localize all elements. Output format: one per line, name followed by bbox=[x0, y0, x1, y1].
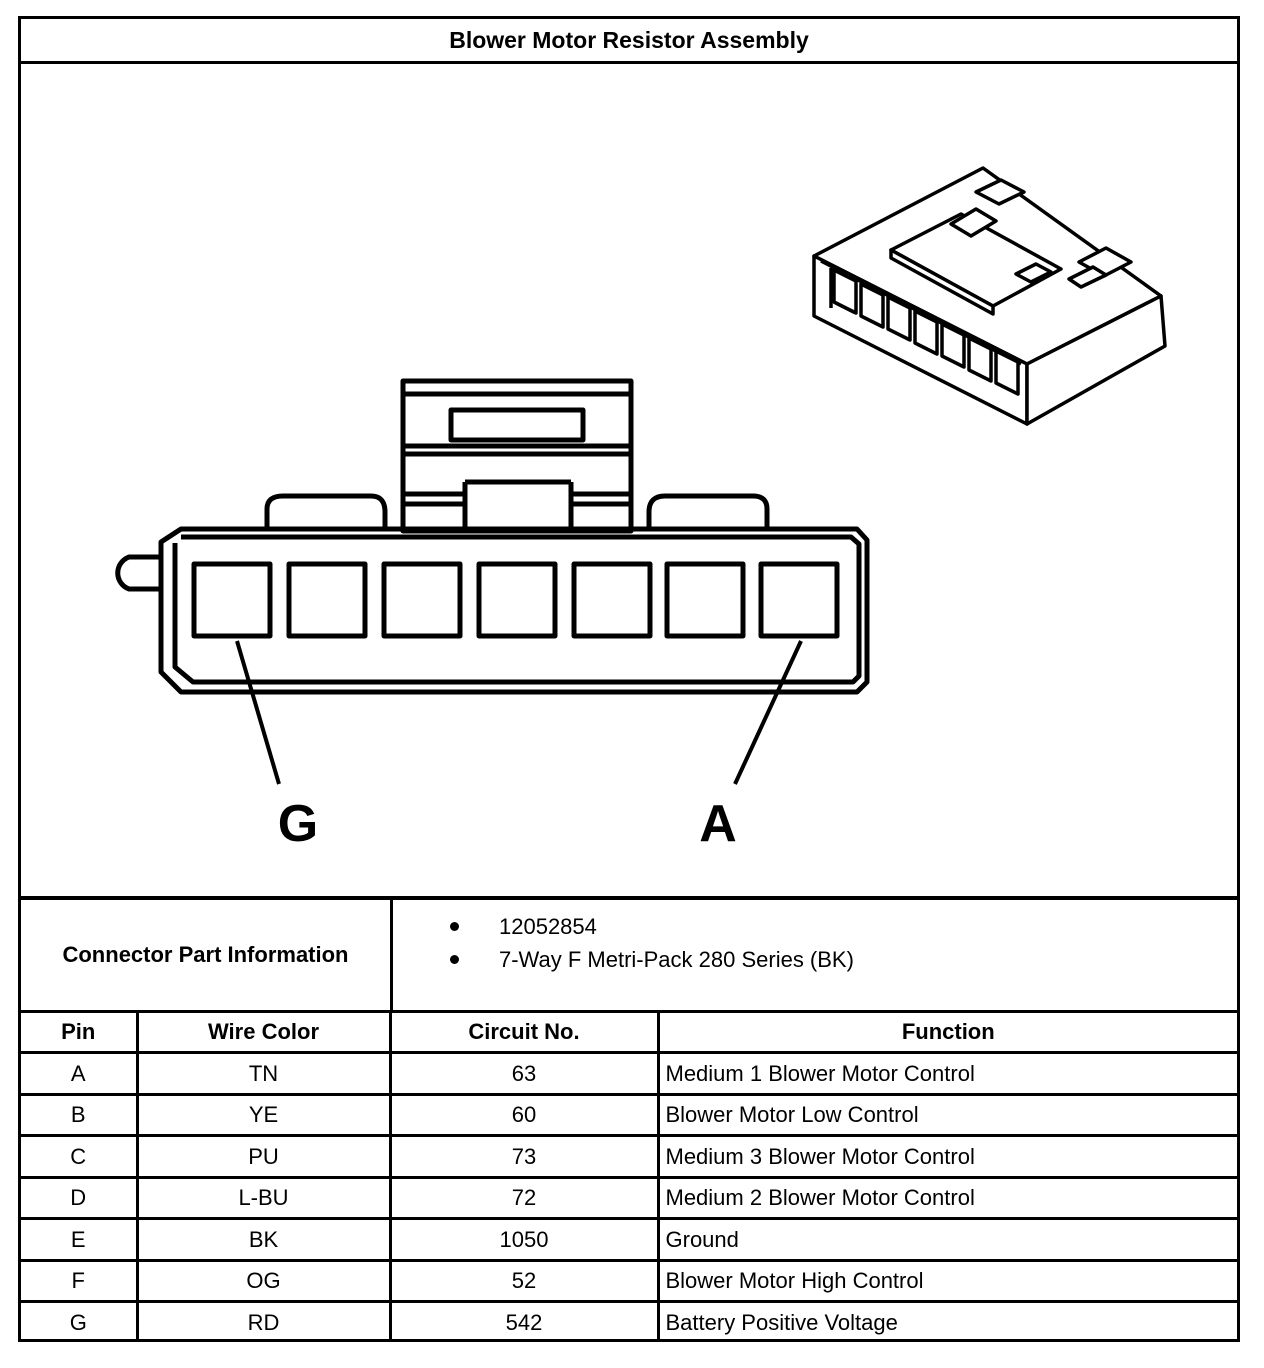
left-shoulder bbox=[264, 493, 388, 531]
connector-info-label: Connector Part Information bbox=[21, 900, 393, 1010]
connector-isometric-view bbox=[812, 166, 1167, 426]
pin-cell: C bbox=[21, 1134, 139, 1179]
cavity-e bbox=[381, 561, 463, 639]
table-row: G RD 542 Battery Positive Voltage bbox=[21, 1300, 1237, 1342]
cavity-d bbox=[476, 561, 558, 639]
wire-color-cell: BK bbox=[135, 1217, 392, 1262]
function-cell: Blower Motor Low Control bbox=[656, 1093, 1237, 1138]
circuit-cell: 73 bbox=[388, 1134, 660, 1179]
document-frame: Blower Motor Resistor Assembly bbox=[18, 16, 1240, 1342]
circuit-cell: 1050 bbox=[388, 1217, 660, 1262]
function-cell: Medium 2 Blower Motor Control bbox=[656, 1176, 1237, 1221]
function-cell: Blower Motor High Control bbox=[656, 1259, 1237, 1304]
connector-body bbox=[158, 526, 870, 695]
function-cell: Battery Positive Voltage bbox=[656, 1300, 1237, 1342]
circuit-cell: 60 bbox=[388, 1093, 660, 1138]
pinout-table: Pin Wire Color Circuit No. Function A TN… bbox=[21, 1013, 1237, 1342]
header-wire-color: Wire Color bbox=[135, 1013, 392, 1055]
function-cell: Medium 1 Blower Motor Control bbox=[656, 1051, 1237, 1096]
table-row: D L-BU 72 Medium 2 Blower Motor Control bbox=[21, 1176, 1237, 1221]
wire-color-cell: TN bbox=[135, 1051, 392, 1096]
wire-color-cell: RD bbox=[135, 1300, 392, 1342]
circuit-cell: 542 bbox=[388, 1300, 660, 1342]
pin-cell: G bbox=[21, 1300, 139, 1342]
function-cell: Medium 3 Blower Motor Control bbox=[656, 1134, 1237, 1179]
table-row: F OG 52 Blower Motor High Control bbox=[21, 1259, 1237, 1304]
table-row: C PU 73 Medium 3 Blower Motor Control bbox=[21, 1134, 1237, 1179]
table-row: B YE 60 Blower Motor Low Control bbox=[21, 1093, 1237, 1138]
pin-cell: A bbox=[21, 1051, 139, 1096]
connector-series: 7-Way F Metri-Pack 280 Series (BK) bbox=[393, 943, 1237, 976]
page-title: Blower Motor Resistor Assembly bbox=[21, 19, 1237, 64]
left-latch-loop bbox=[115, 554, 161, 592]
cavity-b bbox=[664, 561, 746, 639]
cavity-f bbox=[286, 561, 368, 639]
wire-color-cell: YE bbox=[135, 1093, 392, 1138]
circuit-cell: 72 bbox=[388, 1176, 660, 1221]
connector-diagram: G A bbox=[21, 64, 1237, 896]
callout-g: G bbox=[278, 795, 318, 853]
table-row: A TN 63 Medium 1 Blower Motor Control bbox=[21, 1051, 1237, 1096]
cavity-a bbox=[758, 561, 840, 639]
pin-cell: E bbox=[21, 1217, 139, 1262]
top-latch-window bbox=[448, 407, 586, 443]
header-pin: Pin bbox=[21, 1013, 139, 1055]
callout-a: A bbox=[699, 795, 737, 853]
wire-color-cell: OG bbox=[135, 1259, 392, 1304]
cavity-c bbox=[571, 561, 653, 639]
connector-face-view: G A bbox=[115, 166, 1167, 853]
wire-color-cell: PU bbox=[135, 1134, 392, 1179]
right-shoulder bbox=[646, 493, 770, 531]
header-circuit-no: Circuit No. bbox=[388, 1013, 660, 1055]
cavity-g bbox=[191, 561, 273, 639]
wire-color-cell: L-BU bbox=[135, 1176, 392, 1221]
function-cell: Ground bbox=[656, 1217, 1237, 1262]
header-function: Function bbox=[656, 1013, 1237, 1055]
table-row: E BK 1050 Ground bbox=[21, 1217, 1237, 1262]
pin-cell: B bbox=[21, 1093, 139, 1138]
leader-line-g bbox=[235, 640, 281, 785]
leader-line-a bbox=[733, 640, 803, 785]
pin-cell: D bbox=[21, 1176, 139, 1221]
circuit-cell: 63 bbox=[388, 1051, 660, 1096]
part-number: 12052854 bbox=[393, 910, 1237, 943]
connector-part-info: Connector Part Information 12052854 7-Wa… bbox=[21, 896, 1237, 1013]
table-header-row: Pin Wire Color Circuit No. Function bbox=[21, 1013, 1237, 1055]
circuit-cell: 52 bbox=[388, 1259, 660, 1304]
pin-cell: F bbox=[21, 1259, 139, 1304]
connector-info-list: 12052854 7-Way F Metri-Pack 280 Series (… bbox=[393, 900, 1237, 1020]
